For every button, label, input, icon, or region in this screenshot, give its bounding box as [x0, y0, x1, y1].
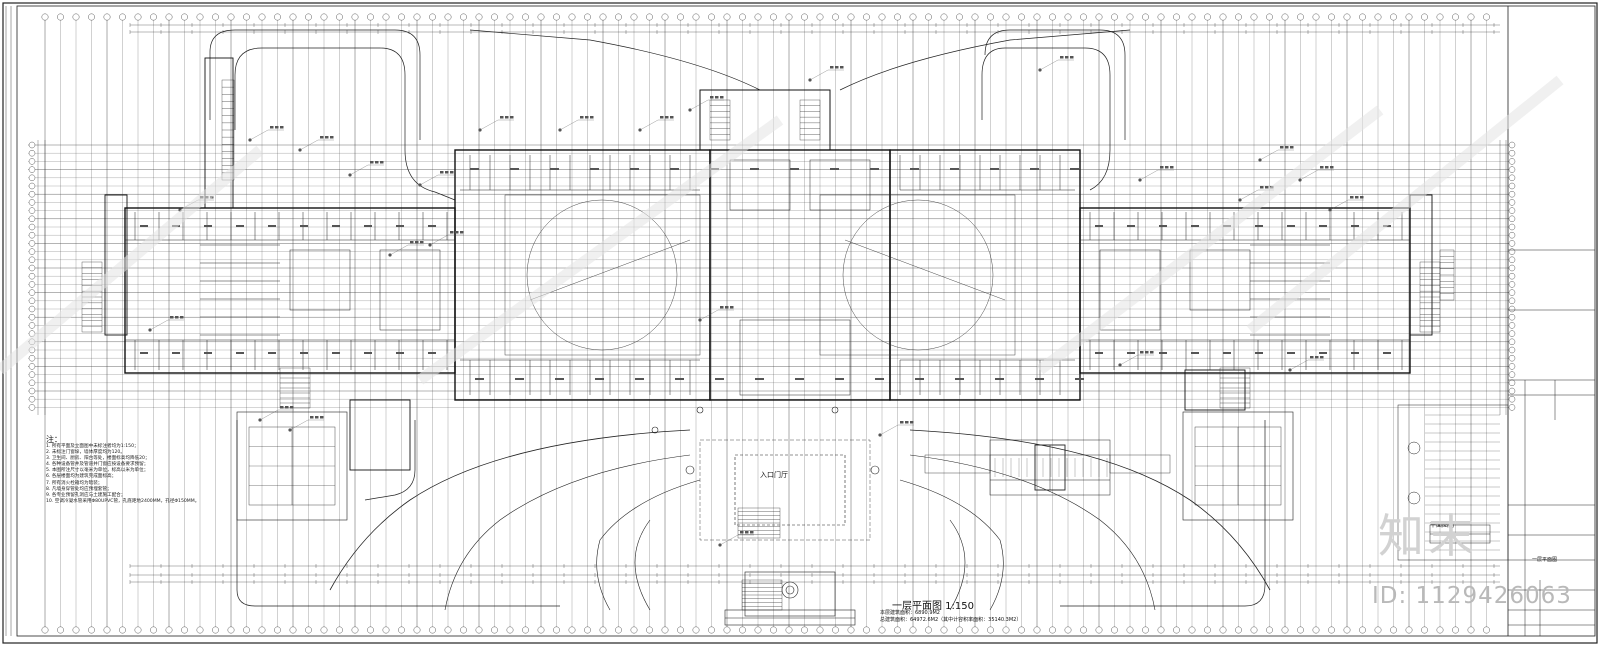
floor-area-text: 本层建筑面积：6890.9M2: [880, 610, 940, 616]
watermark-logo: 知末: [1378, 509, 1478, 563]
notes-heading: 注：: [46, 435, 62, 444]
note-line: 9. 各专业预留孔洞应与土建施工配合；: [46, 492, 126, 498]
elevation-detail: [924, 439, 1171, 496]
legend-title: 平面图例: [1430, 522, 1455, 529]
axis-grid-horizontal: [28, 144, 1515, 408]
notes-list: 1. 所有平面及立面图中未标注者均为1:150； 2. 未标注门窗垛，墙体厚度均…: [46, 444, 206, 505]
note-line: 1. 所有平面及立面图中未标注者均为1:150；: [46, 444, 139, 449]
note-line: 10. 空调冷凝水管采用Φ80UPVC管，孔底距地2400MM，孔径Φ150MM…: [46, 498, 200, 504]
entrance-hall-label: 入口门厅: [760, 471, 788, 479]
note-line: 4. 各种设备管井及管道井门窗应按设备要求预留；: [46, 462, 149, 468]
total-area-text: 总建筑面积：64972.6M2（其中计容积率面积：35140.3M2）: [880, 617, 1022, 623]
courtyards: [504, 194, 1016, 356]
entrance-plaza: [329, 406, 1271, 626]
watermark-stripes: [0, 75, 1564, 385]
legend-panel: [1397, 404, 1509, 561]
note-line: 3. 卫生间、厨房、阳台等处，楼面标高均降低20；: [46, 456, 150, 462]
title-block-drawing-name: 一层平面图: [1532, 557, 1558, 563]
stairs: [81, 79, 1455, 611]
drawing-title: 一层平面图 1:150: [892, 601, 974, 612]
site-roads: [209, 29, 1266, 607]
note-line: 5. 本图所注尺寸以毫米为单位，标高以米为单位；: [46, 468, 149, 474]
dimension-lines: [37, 23, 1507, 584]
title-block: [1507, 6, 1595, 636]
sports-courts: [236, 411, 1294, 521]
watermark-id: ID: 1129426063: [1372, 583, 1572, 609]
note-line: 6. 各层楼面均为建筑完成面标高；: [46, 474, 117, 480]
note-line: 2. 未标注门窗垛，墙体厚度均为120。: [46, 450, 125, 456]
note-line: 7. 所有消火栓箱均为暗装；: [46, 480, 103, 486]
axis-bubbles: [28, 13, 1516, 634]
note-line: 8. 凡墙身穿管处均应预埋套管；: [46, 486, 112, 492]
